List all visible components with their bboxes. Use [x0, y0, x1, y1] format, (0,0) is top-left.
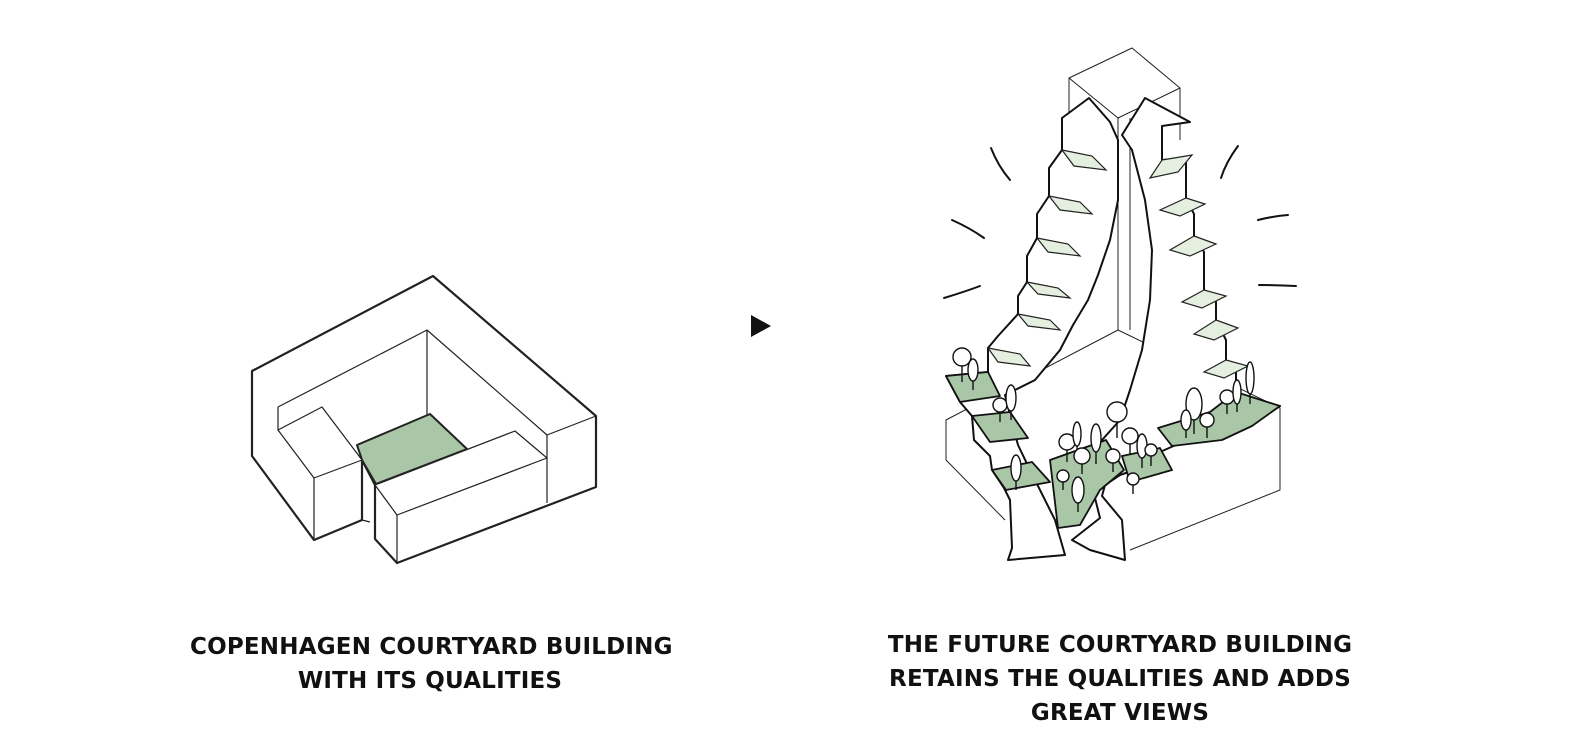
tree-icon: [1180, 409, 1192, 438]
view-ray: [990, 147, 1011, 181]
caption-line: GREAT VIEWS: [1030, 700, 1210, 726]
tree-icon: [1136, 433, 1148, 468]
tree-icon: [1105, 448, 1121, 472]
future-building-diagram: [943, 47, 1297, 561]
tree-icon: [1106, 401, 1128, 438]
tree-icon: [967, 358, 979, 390]
left-wing: [277, 406, 363, 479]
play-arrow-icon: [751, 315, 771, 337]
tree-icon: [1121, 427, 1139, 454]
tree-icon: [1010, 454, 1022, 490]
front-wing: [374, 430, 548, 516]
panel-future-courtyard: THE FUTURE COURTYARD BUILDING RETAINS TH…: [860, 0, 1582, 749]
tree-icon: [1071, 476, 1085, 512]
caption-existing-building: COPENHAGEN COURTYARD BUILDING WITH ITS Q…: [190, 630, 673, 698]
tree-icon: [952, 347, 972, 382]
tree-icon: [1005, 384, 1017, 420]
tree-icon: [1144, 443, 1158, 466]
view-ray: [1220, 145, 1239, 179]
tree-icon: [1126, 472, 1140, 494]
tree-icon: [1090, 423, 1102, 464]
terrace-center: [1049, 439, 1125, 529]
tree-icon: [1073, 447, 1091, 474]
tree-icon: [1072, 421, 1082, 456]
view-ray: [1257, 214, 1289, 221]
tree-icon: [1058, 433, 1076, 462]
caption-line: THE FUTURE COURTYARD BUILDING: [887, 632, 1353, 658]
view-ray: [1258, 284, 1297, 287]
view-ray: [943, 285, 981, 299]
courtyard-building-diagram: [250, 274, 598, 565]
panel-existing-courtyard: COPENHAGEN COURTYARD BUILDING WITH ITS Q…: [190, 274, 673, 698]
terrace-left-mid: [971, 411, 1029, 443]
caption-line: COPENHAGEN COURTYARD BUILDING: [190, 634, 673, 660]
tree-icon: [1199, 412, 1215, 438]
caption-future-building: THE FUTURE COURTYARD BUILDING RETAINS TH…: [880, 628, 1360, 730]
view-ray: [951, 219, 985, 239]
tree-icon: [1232, 379, 1242, 412]
tree-icon: [1245, 361, 1255, 404]
tree-icon: [1056, 469, 1070, 490]
caption-line: WITH ITS QUALITIES: [297, 668, 563, 694]
tree-icon: [1185, 387, 1203, 434]
caption-line: RETAINS THE QUALITIES AND ADDS: [889, 666, 1351, 692]
terrace-right: [1157, 391, 1281, 447]
